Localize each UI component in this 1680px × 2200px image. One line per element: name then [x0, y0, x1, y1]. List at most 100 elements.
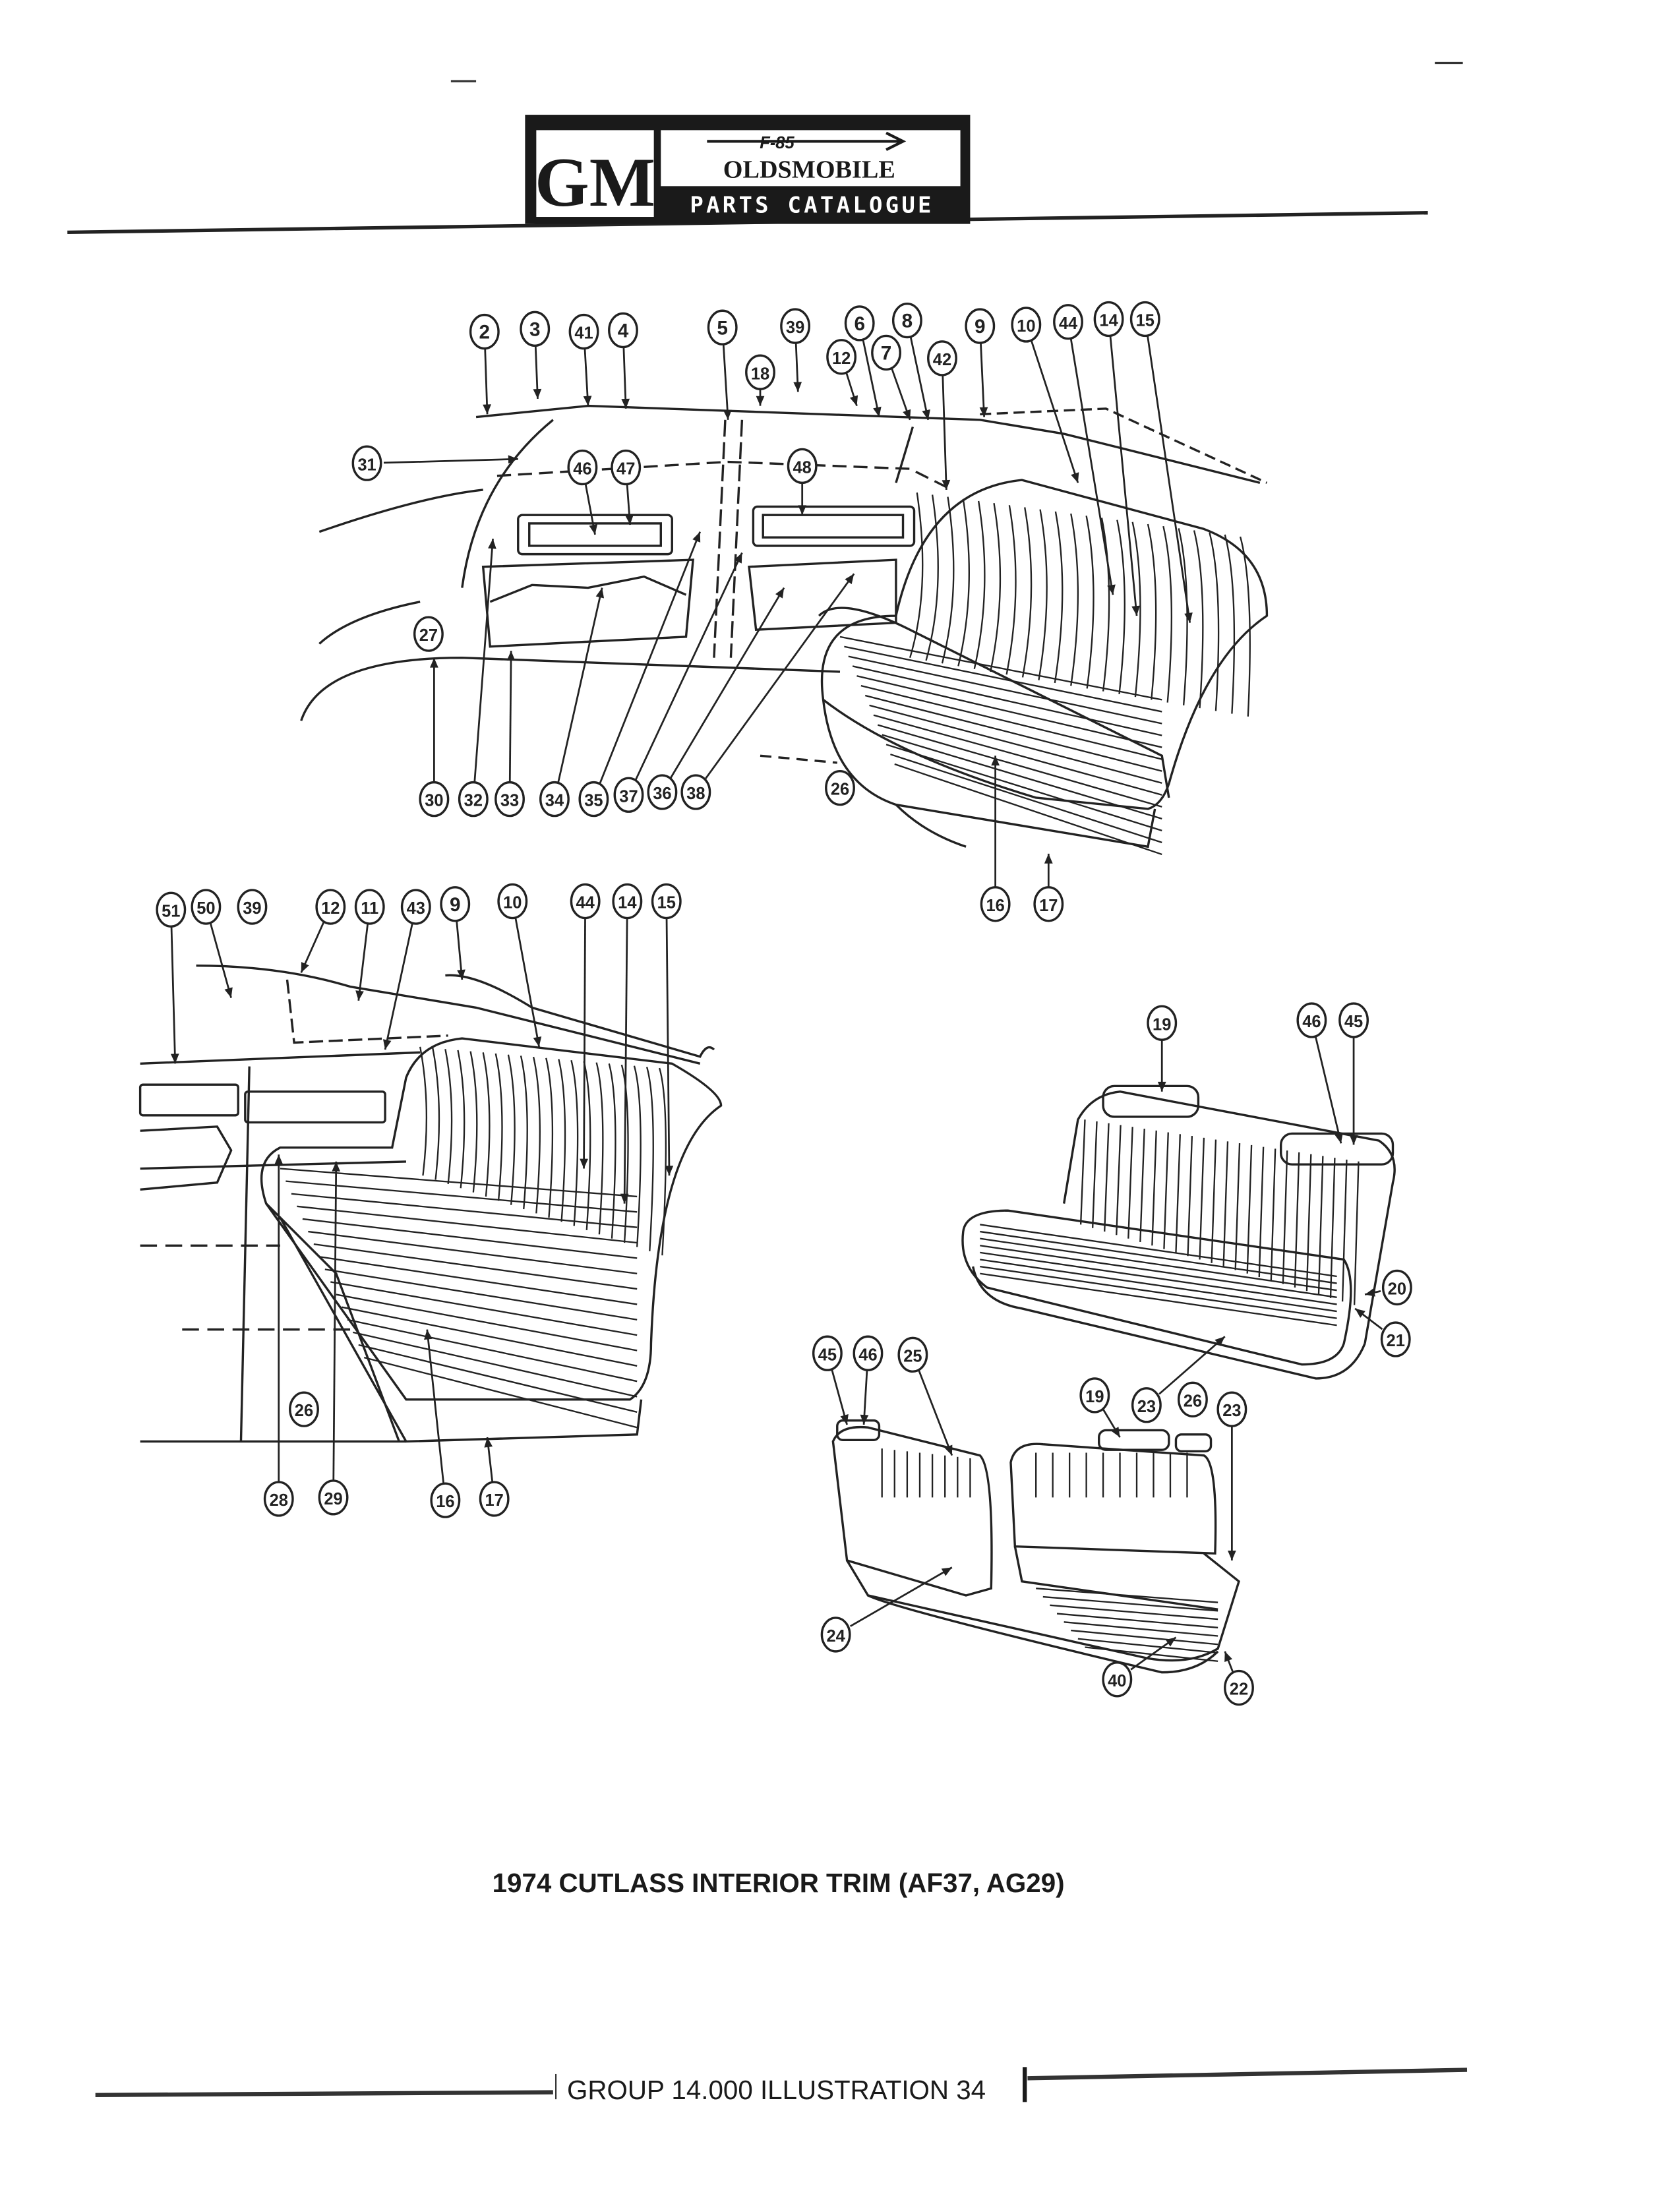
callout-circle [315, 889, 346, 925]
arrowhead-icon [1349, 1135, 1358, 1145]
callout-number: 11 [361, 899, 378, 918]
arrowhead-icon [1215, 1336, 1225, 1346]
callout-circle [1224, 1669, 1254, 1706]
callout-circle [608, 312, 638, 349]
callout-number: 44 [576, 894, 595, 912]
leader-line [557, 587, 603, 783]
callout-number: 4 [618, 320, 629, 342]
leader-line [209, 922, 232, 998]
callout-46: 46 [567, 449, 598, 535]
diagram-right-bench-seat [961, 1085, 1396, 1380]
stripe [1071, 1629, 1218, 1646]
stripe [645, 1067, 654, 1251]
callout-36: 36 [647, 587, 785, 810]
stripe [1116, 1125, 1122, 1235]
leader-line [1158, 1336, 1226, 1395]
callout-number: 12 [321, 899, 340, 918]
stripe [1127, 1127, 1133, 1239]
callout-circle [891, 302, 922, 339]
stripe [358, 1344, 638, 1413]
callout-number: 45 [1344, 1013, 1363, 1031]
stripe [1079, 1119, 1086, 1225]
stripe [877, 724, 1162, 808]
leader-line [622, 347, 627, 409]
callout-10: 10 [1011, 307, 1079, 483]
arrowhead-icon [621, 398, 630, 409]
callout-number: 10 [1017, 317, 1035, 336]
stripe [1199, 1137, 1205, 1260]
stripe [1282, 1150, 1288, 1284]
callout-circle [520, 311, 551, 347]
callout-circle [1381, 1269, 1412, 1306]
arrowhead-icon [665, 1166, 674, 1176]
callout-number: 16 [986, 897, 1004, 915]
callout-circle [458, 781, 489, 818]
callout-number: 27 [419, 626, 438, 645]
callout-circle [897, 1336, 928, 1373]
stripe [432, 1048, 440, 1180]
callout-9: 9 [965, 308, 996, 417]
leader-line [456, 920, 464, 980]
callout-circle [1093, 301, 1124, 338]
stripe [894, 763, 1162, 856]
stripe [570, 1059, 579, 1226]
stripe [545, 1057, 554, 1218]
callout-circle [707, 309, 738, 345]
arrowhead-icon [734, 552, 742, 564]
gm-oldsmobile-logo: GM F-85 OLDSMOBILE PARTS CATALOGUE [67, 115, 1428, 235]
leader-line [862, 340, 880, 417]
leader-line [722, 344, 729, 420]
leader-line [426, 1329, 445, 1484]
callout-circle [927, 340, 957, 376]
stripe [297, 1205, 638, 1244]
callout-circle [400, 889, 431, 925]
arrowhead-icon [383, 1039, 392, 1050]
callout-circle [440, 886, 471, 922]
stripe [1187, 1136, 1193, 1257]
stripe [1239, 536, 1251, 717]
callout-15: 15 [651, 883, 682, 1176]
arrowhead-icon [723, 409, 732, 420]
stripe [558, 1059, 566, 1222]
stripe [882, 734, 1162, 819]
arrowhead-icon [1184, 612, 1193, 623]
leader-line [909, 336, 930, 421]
stripe [1021, 507, 1033, 678]
stripe [363, 1356, 638, 1429]
callout-circle [651, 883, 682, 920]
callout-circle [1011, 307, 1042, 343]
callout-circle [1296, 1002, 1327, 1038]
callout-circle [1129, 301, 1160, 338]
arrowhead-icon [533, 388, 542, 399]
arrowhead-icon [508, 455, 518, 464]
stripe [520, 1055, 528, 1210]
callout-number: 36 [653, 785, 671, 803]
stripe [852, 665, 1162, 736]
stripe [633, 1065, 642, 1247]
arrowhead-icon [798, 505, 807, 516]
callout-10: 10 [497, 883, 542, 1048]
stripe [1064, 1621, 1218, 1637]
seat-upholstery-stripes-right [980, 1119, 1360, 1326]
callout-number: 26 [295, 1402, 313, 1420]
stripe [980, 1251, 1337, 1305]
stripe [844, 645, 1162, 713]
leader-line [1030, 340, 1079, 483]
leader-line [1147, 335, 1191, 623]
callout-number: 17 [485, 1491, 504, 1510]
callout-circle [318, 1479, 349, 1516]
callout-number: 43 [407, 899, 425, 918]
stripe [1294, 1152, 1300, 1288]
callout-circle [495, 781, 525, 818]
leader-line [623, 918, 628, 1204]
callout-number: 39 [243, 899, 261, 918]
callout-12: 12 [826, 339, 858, 407]
arrowhead-icon [922, 409, 930, 420]
arrowhead-icon [873, 406, 882, 417]
leader-line [665, 918, 671, 1176]
stripe [1054, 511, 1064, 684]
callout-34: 34 [539, 587, 605, 818]
callout-46: 46 [1296, 1002, 1343, 1144]
callout-number: 25 [903, 1347, 922, 1365]
